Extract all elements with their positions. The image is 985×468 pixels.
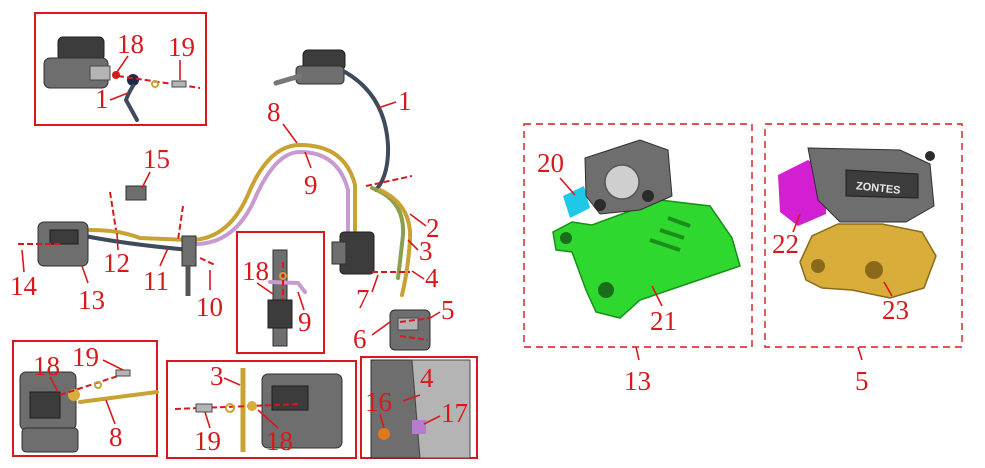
callout-10: 10 (196, 292, 223, 322)
callout-23: 23 (882, 295, 909, 325)
callout-4-inset-br: 4 (420, 363, 434, 393)
callout-21: 21 (650, 306, 677, 336)
callout-1-inset-tl: 1 (95, 84, 109, 114)
callout-12: 12 (103, 248, 130, 278)
callout-19-inset-bm: 19 (194, 426, 221, 456)
callout-7: 7 (356, 284, 370, 314)
callout-19-inset-tl: 19 (168, 32, 195, 62)
callout-9: 9 (304, 170, 318, 200)
callout-17-inset-br: 17 (441, 398, 468, 428)
inset-front-caliper-detail: 18 19 8 (12, 340, 159, 457)
callout-13: 13 (78, 285, 105, 315)
callout-5: 5 (441, 295, 455, 325)
group-5-rear-caliper: ZONTES 22 23 5 (764, 123, 963, 396)
callout-19-inset-bl: 19 (72, 342, 99, 372)
callout-8-inset-bl: 8 (109, 422, 123, 452)
callout-group-5: 5 (855, 366, 869, 396)
callout-20: 20 (537, 148, 564, 178)
callout-16-inset-br: 16 (365, 387, 392, 417)
caliper-brand-label: ZONTES (855, 180, 901, 197)
callout-22: 22 (772, 229, 799, 259)
inset-rear-caliper-bolts-detail: 4 16 17 (360, 356, 478, 459)
callout-6: 6 (353, 324, 367, 354)
callout-18-inset-mid: 18 (242, 256, 269, 286)
inset-splitter-detail: 18 9 (236, 231, 325, 354)
callout-2: 2 (426, 213, 440, 243)
callout-11: 11 (143, 266, 169, 296)
inset-rear-hose-detail: 3 19 18 (166, 360, 357, 459)
callout-18-inset-bm: 18 (266, 426, 293, 456)
main-exploded-view: 1 8 9 15 12 11 10 14 13 2 3 4 5 6 7 (10, 49, 455, 354)
group-13-front-caliper: 20 21 13 (523, 123, 753, 396)
bracket-23-gold (799, 223, 937, 299)
callout-14: 14 (10, 271, 38, 301)
callout-9-inset-mid: 9 (298, 307, 312, 337)
callout-18-inset-tl: 18 (117, 29, 144, 59)
callout-group-13: 13 (624, 366, 651, 396)
callout-8: 8 (267, 97, 281, 127)
callout-3: 3 (419, 236, 433, 266)
callout-15: 15 (143, 144, 170, 174)
callout-4: 4 (425, 263, 439, 293)
callout-18-inset-bl: 18 (33, 351, 60, 381)
callout-1: 1 (398, 86, 412, 116)
inset-master-cylinder-detail: 18 19 1 (34, 12, 207, 126)
bracket-21-green (552, 199, 741, 319)
callout-3-inset-bm: 3 (210, 361, 224, 391)
